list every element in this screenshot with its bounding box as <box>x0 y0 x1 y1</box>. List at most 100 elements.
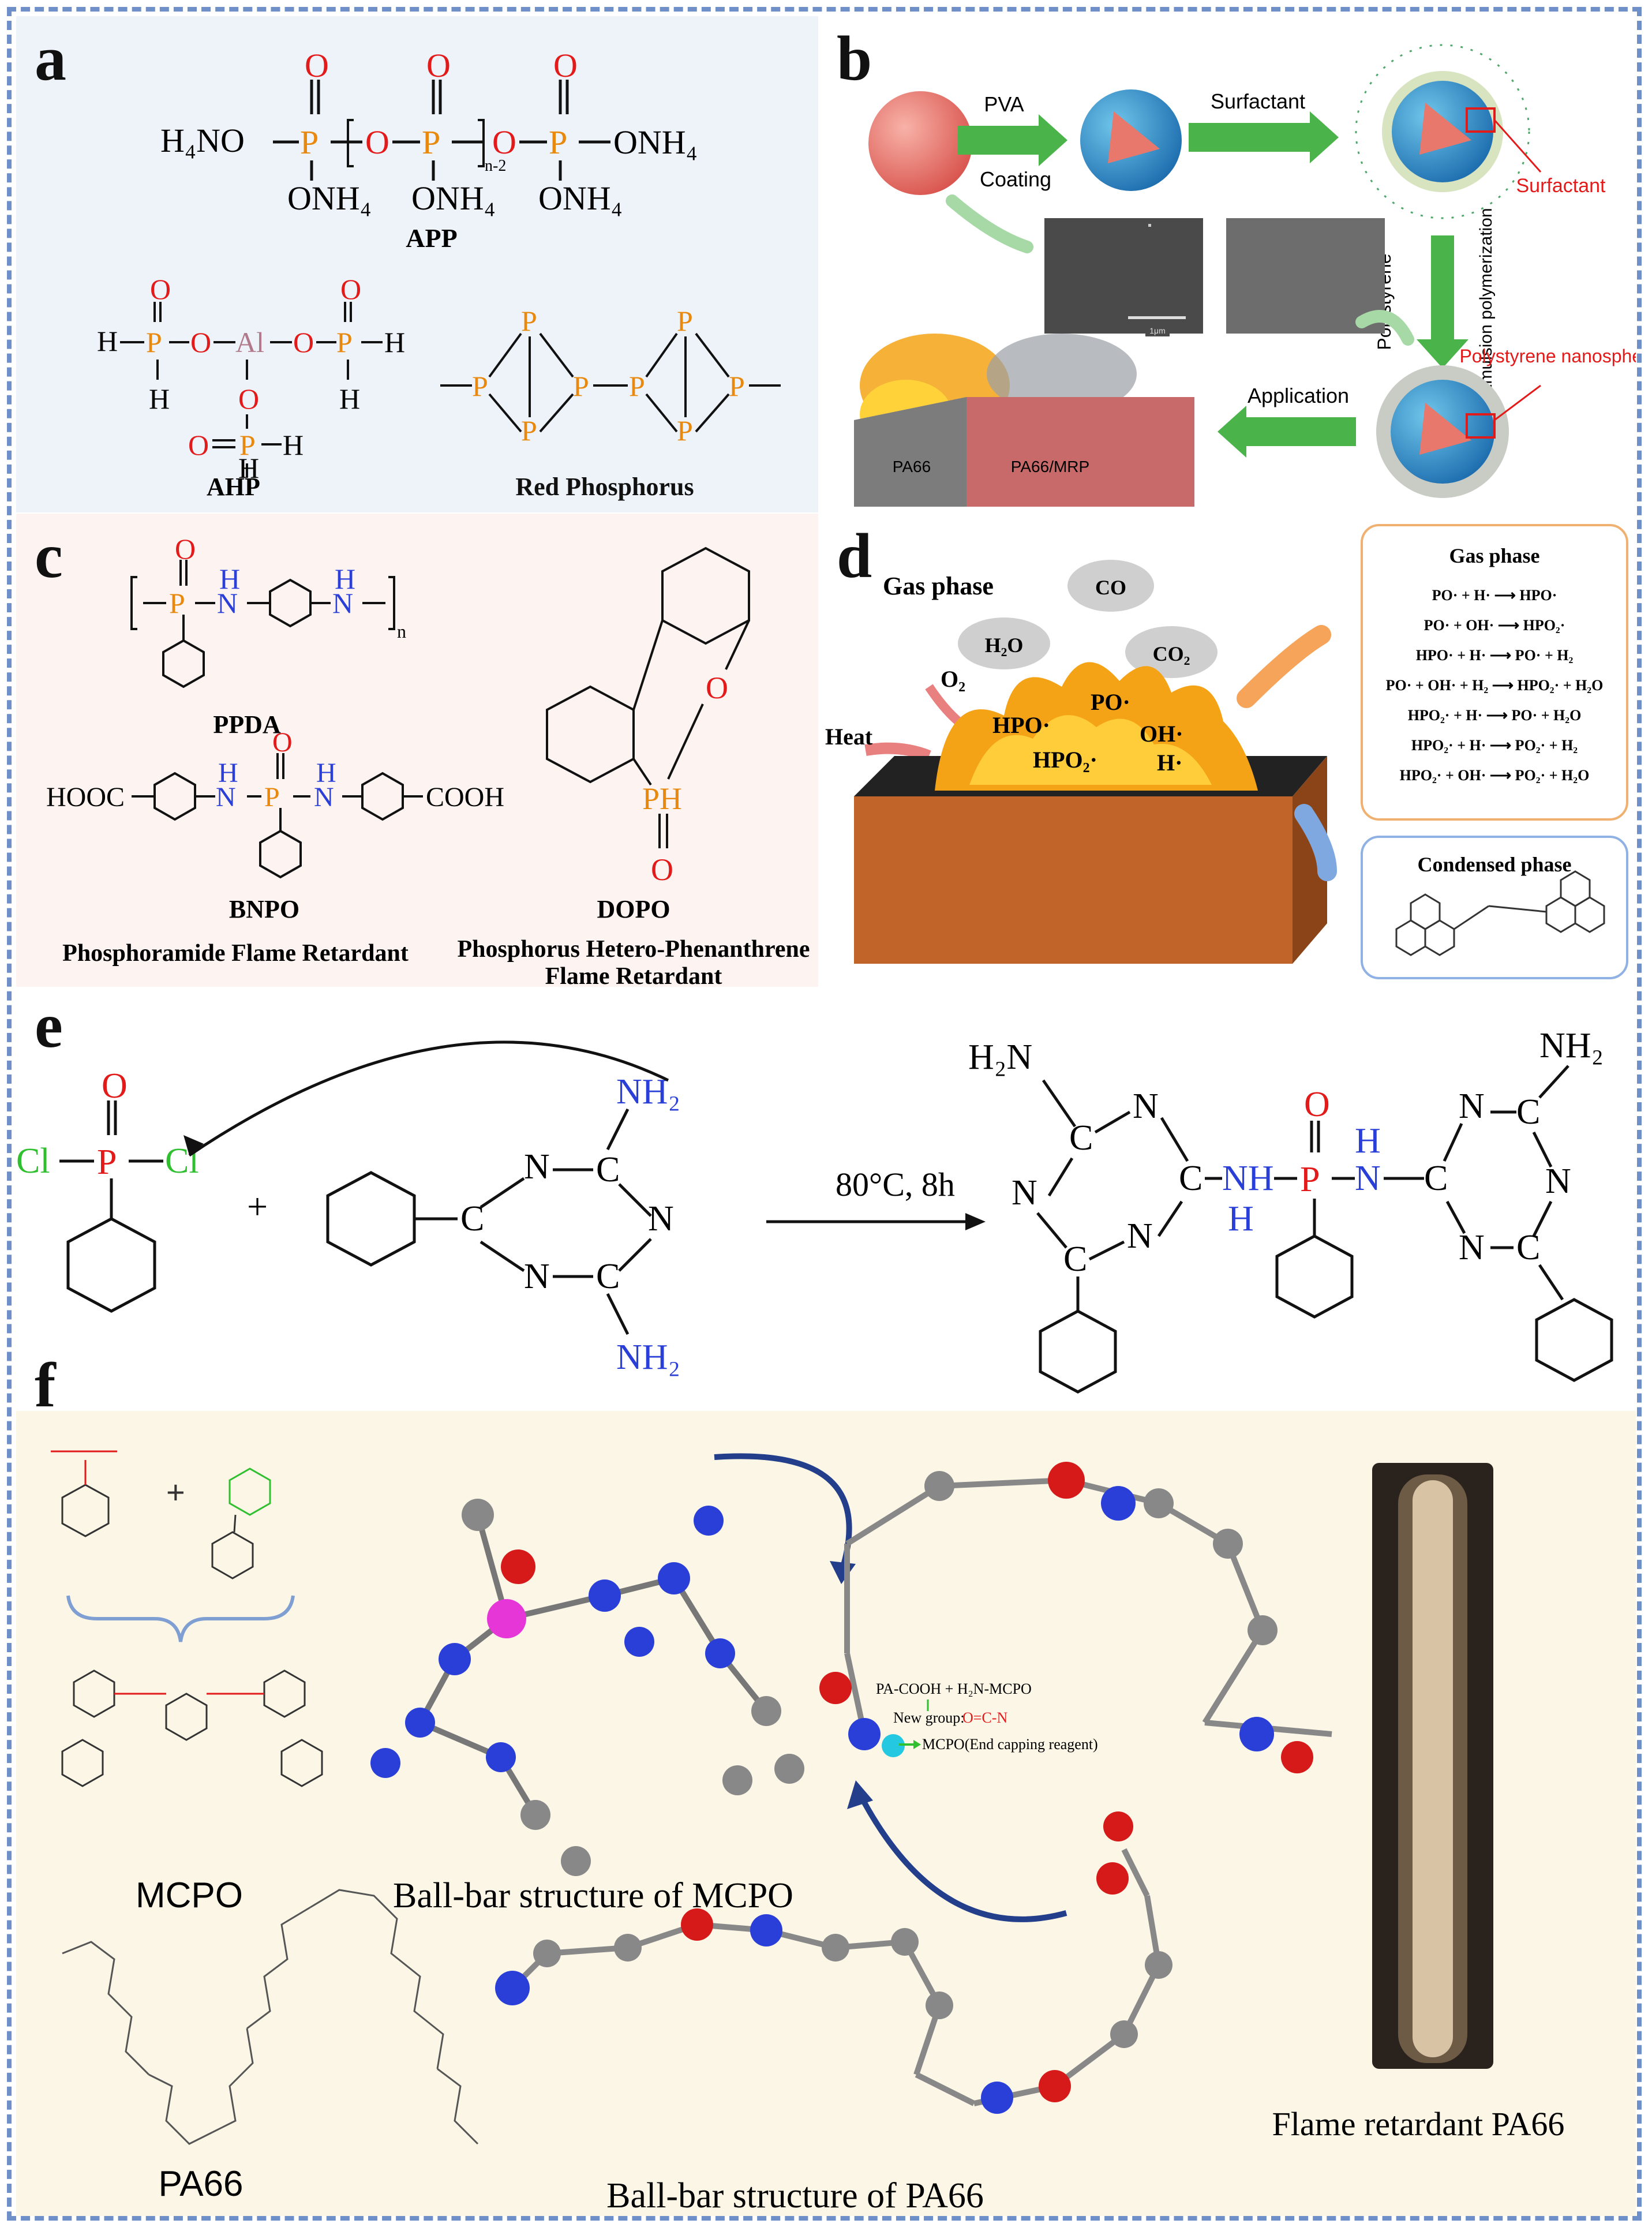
panel-a: a H₄NO P O O P O n-2 O P O <box>16 16 818 512</box>
figure-frame <box>7 7 1642 2221</box>
surfactant-step-label: Surfactant <box>1211 89 1305 113</box>
e-curved-arrow <box>188 1040 669 1157</box>
app-o-bridge1: O <box>365 123 389 161</box>
e-p-n6: N <box>1459 1228 1485 1267</box>
f-ball-mcpo-label: Ball-bar structure of MCPO <box>393 1876 793 1915</box>
panel-c-structures: P O H N H N n PPDA HOOC H N P <box>46 533 810 987</box>
panel-f-structures: + MCPO <box>51 1450 1565 2215</box>
rp-p7: P <box>677 414 693 447</box>
sem-link-arrow <box>946 194 1033 253</box>
panel-c: c P O H N H N n PPDA <box>16 514 818 987</box>
app-p2: P <box>422 123 440 161</box>
rp-name: Red Phosphorus <box>515 473 694 501</box>
ppda-h1: H <box>219 563 240 595</box>
e-o-reactant: O <box>102 1066 128 1106</box>
ahp-p-bottom: P <box>239 429 256 461</box>
e-p-c5: C <box>1516 1092 1540 1132</box>
dopo-caption-1: Phosphorus Hetero-Phenanthrene <box>458 936 810 963</box>
reaction-1: PO· + H· ⟶ HPO· <box>1432 587 1557 604</box>
block-mrp-label: PA66/MRP <box>1011 458 1089 476</box>
f-flame-label: Flame retardant PA66 <box>1272 2105 1565 2143</box>
radical-h: H· <box>1157 750 1182 776</box>
ahp-h-4: H <box>238 452 259 484</box>
ahp-o-4: O <box>340 273 361 305</box>
reaction-7: HPO₂· + OH· ⟶ PO₂· + H₂O <box>1400 767 1590 784</box>
o2-label: O₂ <box>941 666 965 692</box>
f-pa66-structure <box>62 1889 479 2145</box>
f-mcpo-ring-1 <box>61 1484 110 1537</box>
ahp-al: Al <box>235 326 264 358</box>
ahp-o-1: O <box>150 273 171 305</box>
reaction-6: HPO₂· + H· ⟶ PO₂· + H₂ <box>1411 737 1578 754</box>
e-p-o: O <box>1304 1085 1330 1124</box>
panel-d-mechanism: Gas phase CO H₂O CO₂ O₂ Heat PO· HPO· OH… <box>825 524 1628 979</box>
ahp-p-left: P <box>146 326 162 358</box>
bnpo-n1: N <box>216 782 236 813</box>
bnpo-p: P <box>264 782 280 813</box>
e-c1: C <box>460 1199 484 1238</box>
rp-p6: P <box>677 305 693 337</box>
condensed-structure <box>1395 870 1605 956</box>
radical-hpo: HPO· <box>992 712 1050 738</box>
coated-core <box>1108 111 1160 163</box>
app-onh4-2: ONH₄ <box>411 179 496 217</box>
e-p-h-left: H <box>1228 1199 1254 1238</box>
e-p-n3: N <box>1127 1216 1153 1256</box>
heat-label: Heat <box>825 724 873 750</box>
rp-p5: P <box>629 370 645 402</box>
ps-callout: Polystyrene nanospheres <box>1459 346 1636 366</box>
e-p-c6: C <box>1516 1228 1540 1267</box>
app-p3: P <box>549 123 567 161</box>
sem-scale-bg <box>1145 325 1170 336</box>
radical-oh: OH· <box>1140 721 1183 747</box>
e-p-n5: N <box>1545 1162 1571 1201</box>
bnpo-cooh: COOH <box>426 782 504 813</box>
sem-scale-bar <box>1128 316 1186 319</box>
e-n2: N <box>648 1199 674 1238</box>
panel-label-f: f <box>35 1350 56 1420</box>
application-label: Application <box>1248 384 1349 407</box>
f-rxn-line2: New group: <box>893 1709 964 1726</box>
polystyrene-particle <box>1376 365 1509 498</box>
ahp-h-1: H <box>149 383 170 415</box>
gas-phase-box <box>1361 524 1628 821</box>
app-subscript: n-2 <box>485 157 506 175</box>
panel-label-a: a <box>35 23 66 93</box>
f-ball-pa66-label: Ball-bar structure of PA66 <box>606 2176 984 2215</box>
ppda-h2: H <box>335 563 355 595</box>
radical-po: PO· <box>1091 689 1130 715</box>
surfactant-particle <box>1355 44 1530 219</box>
ahp-h-2: H <box>339 383 360 415</box>
e-p-c1: C <box>1069 1118 1093 1158</box>
rp-particle <box>868 91 972 195</box>
e-c3: C <box>596 1257 620 1296</box>
app-onh4-3: ONH₄ <box>538 179 623 217</box>
ppda-p: P <box>169 587 185 619</box>
panel-f: + MCPO <box>16 1411 1636 2216</box>
e-p-c2: C <box>1179 1159 1203 1198</box>
rp-p2: P <box>521 305 537 337</box>
app-name: APP <box>406 223 457 253</box>
flame-block <box>854 334 1194 507</box>
ahp-o-6: O <box>188 429 209 461</box>
ppda-n-sub: n <box>397 621 406 642</box>
e-h2n-left: H₂N <box>968 1038 1032 1077</box>
ahp-o-2: O <box>190 326 211 358</box>
e-p-h-right: H <box>1355 1121 1381 1161</box>
gas-arrow <box>1237 625 1331 708</box>
reaction-3: HPO· + H· ⟶ PO· + H₂ <box>1416 647 1574 664</box>
e-p-c4: C <box>1424 1159 1448 1198</box>
e-p-reactant: P <box>97 1143 117 1182</box>
e-p-n2: N <box>1012 1173 1037 1212</box>
phosphoramide-caption: Phosphoramide Flame Retardant <box>62 940 409 967</box>
bnpo-n2: N <box>314 782 334 813</box>
ahp-name: AHP <box>207 473 260 501</box>
f-flame-sample <box>1372 1463 1493 2069</box>
f-mcpo-label: MCPO <box>136 1876 243 1915</box>
e-condition: 80°C, 8h <box>836 1166 955 1203</box>
emulsion-step-label: Emulsion polymerization <box>1477 208 1496 395</box>
condensed-box-title: Condensed phase <box>1417 853 1571 876</box>
panel-label-c: c <box>35 521 63 591</box>
e-p-nh-left: NH <box>1222 1159 1274 1198</box>
rp-p3: P <box>521 414 537 447</box>
